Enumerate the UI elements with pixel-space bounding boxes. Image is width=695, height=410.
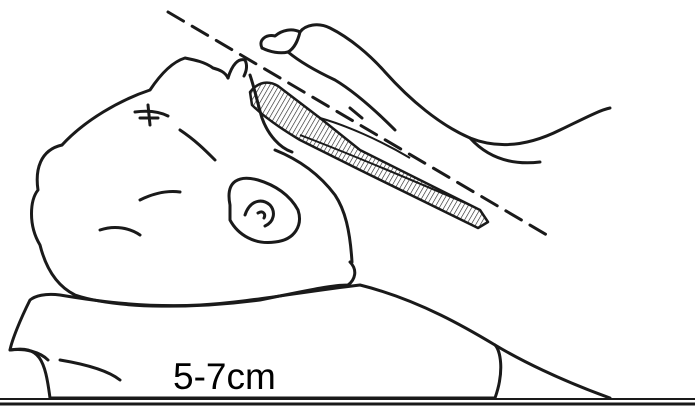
table-surface: [0, 399, 695, 404]
pillow-height-label: 5-7cm: [173, 355, 276, 399]
patient-head: [32, 58, 355, 306]
